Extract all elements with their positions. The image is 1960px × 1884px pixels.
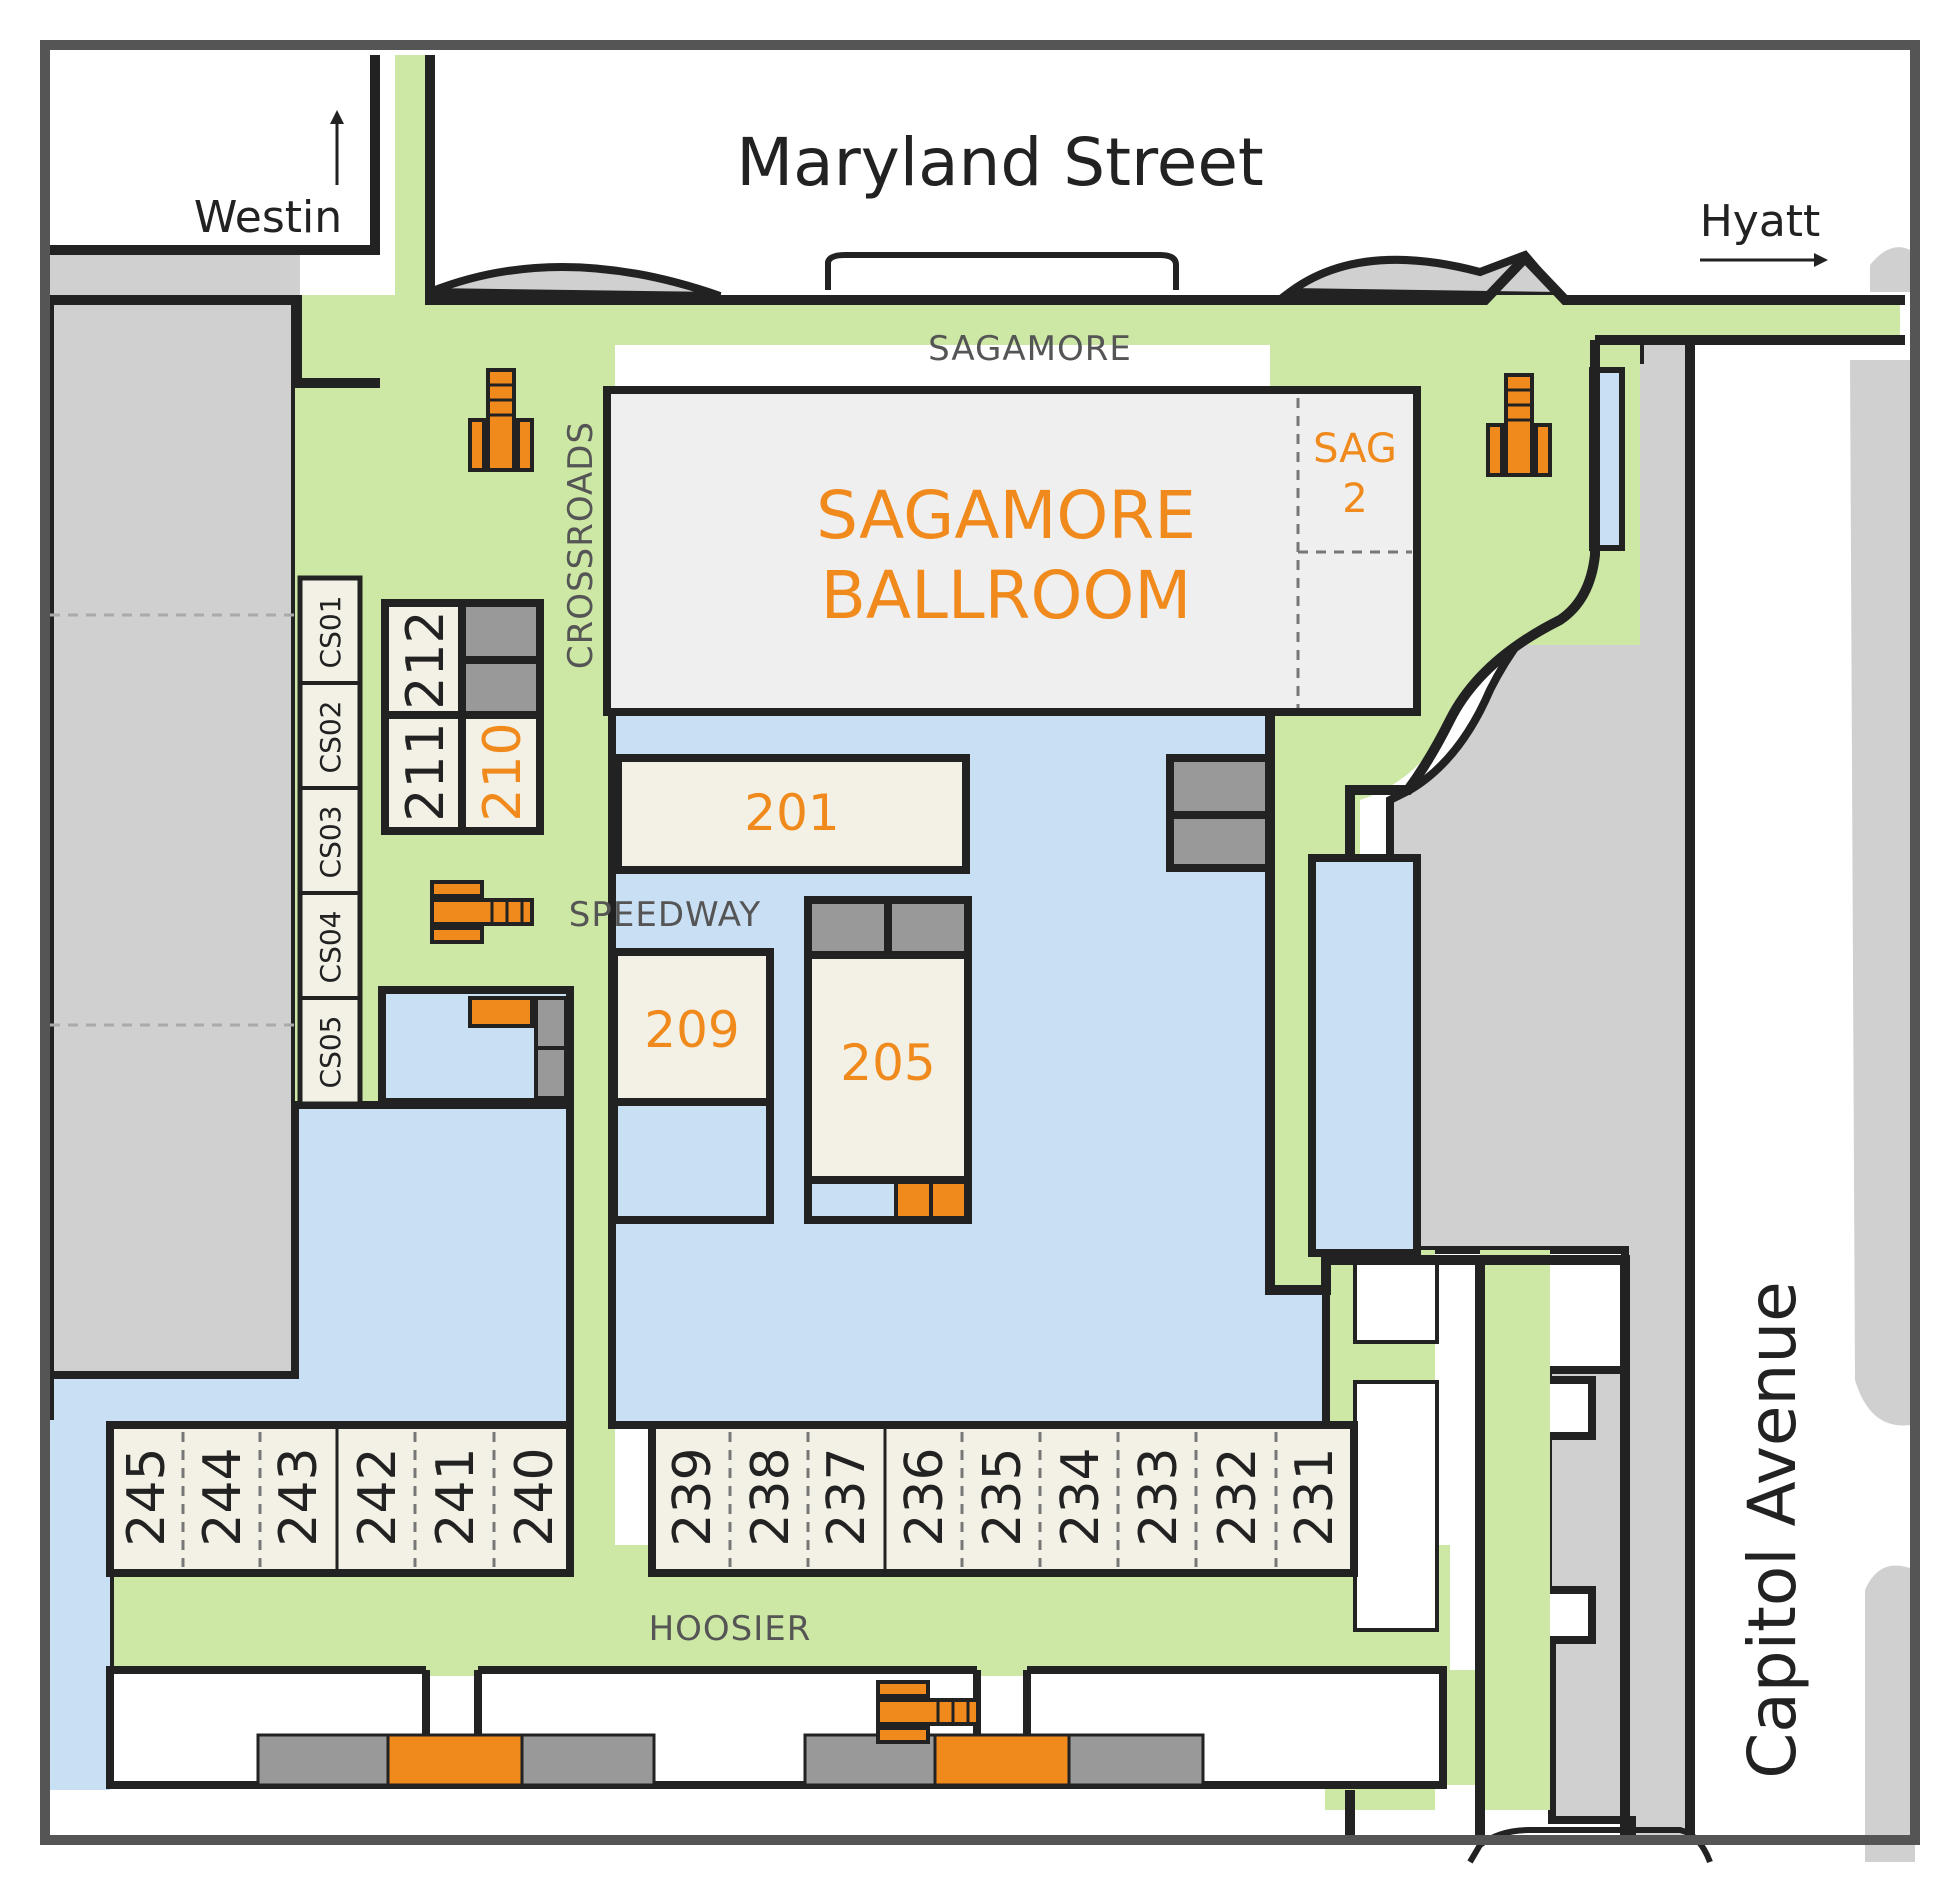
escalator-icon [430,880,534,944]
room-239-label: 239 [663,1447,723,1546]
south-room-labels: 239 238 237 236 235 234 233 232 231 [663,1447,1345,1546]
suite-cs03: CS03 [314,806,347,879]
suite-cs04: CS04 [314,911,347,984]
suite-cs02: CS02 [314,701,347,774]
escalator-icon [876,1680,980,1744]
room-231-label: 231 [1285,1447,1345,1546]
room-210-label: 210 [473,722,533,821]
street-capitol: Capitol Avenue [1734,1281,1811,1779]
west-room-labels: 245 244 243 242 241 240 [117,1447,565,1546]
south-service [106,1666,1447,1789]
escalator-icon [468,368,534,472]
room-212-label: 212 [396,610,456,709]
sagamore-ballroom [603,386,1421,716]
hall-speedway: SPEEDWAY [569,895,761,935]
room-235-label: 235 [973,1447,1033,1546]
hall-hoosier: HOOSIER [649,1609,812,1649]
map-frame [40,40,1920,1845]
north-arrow-icon [330,110,344,185]
hall-crossroads: CROSSROADS [561,421,601,669]
street-maryland: Maryland Street [736,124,1264,201]
suite-cs01: CS01 [314,596,347,669]
room-201-label: 201 [744,784,839,842]
room-243-label: 243 [269,1447,329,1546]
ballroom-title-line1: SAGAMORE [816,477,1196,554]
sidewalk-curb-north [825,252,1179,290]
room-solid-dividers [335,1428,887,1570]
room-209-label: 209 [644,1001,739,1059]
ballroom-title-line2: BALLROOM [821,557,1192,634]
room-232-label: 232 [1208,1447,1268,1546]
room-211-label: 211 [396,722,456,821]
direction-hyatt: Hyatt [1700,196,1821,247]
room-205-label: 205 [840,1034,935,1092]
room-234-label: 234 [1051,1447,1111,1546]
hall-sagamore: SAGAMORE [928,329,1132,369]
crossroads-suites: CS01 CS02 CS03 CS04 CS05 [314,596,347,1089]
room-245-label: 245 [117,1447,177,1546]
east-arrow-icon [1700,253,1828,267]
direction-westin: Westin [194,192,342,243]
room-240-label: 240 [505,1447,565,1546]
rooms [106,575,1439,1632]
room-241-label: 241 [426,1447,486,1546]
suite-cs05: CS05 [314,1016,347,1089]
room-201 [614,754,970,874]
room-244-label: 244 [193,1447,253,1546]
room-242-label: 242 [348,1447,408,1546]
sag2-label-line1: SAG [1313,426,1397,472]
room-236-label: 236 [895,1447,955,1546]
room-233-label: 233 [1129,1447,1189,1546]
room-dividers [50,613,1278,1567]
room-237-label: 237 [817,1447,877,1546]
sag2-label-line2: 2 [1342,476,1367,522]
room-238-label: 238 [741,1447,801,1546]
west-blue-strip [50,1420,110,1790]
escalator-icon [1486,373,1552,477]
room-209 [610,948,774,1106]
